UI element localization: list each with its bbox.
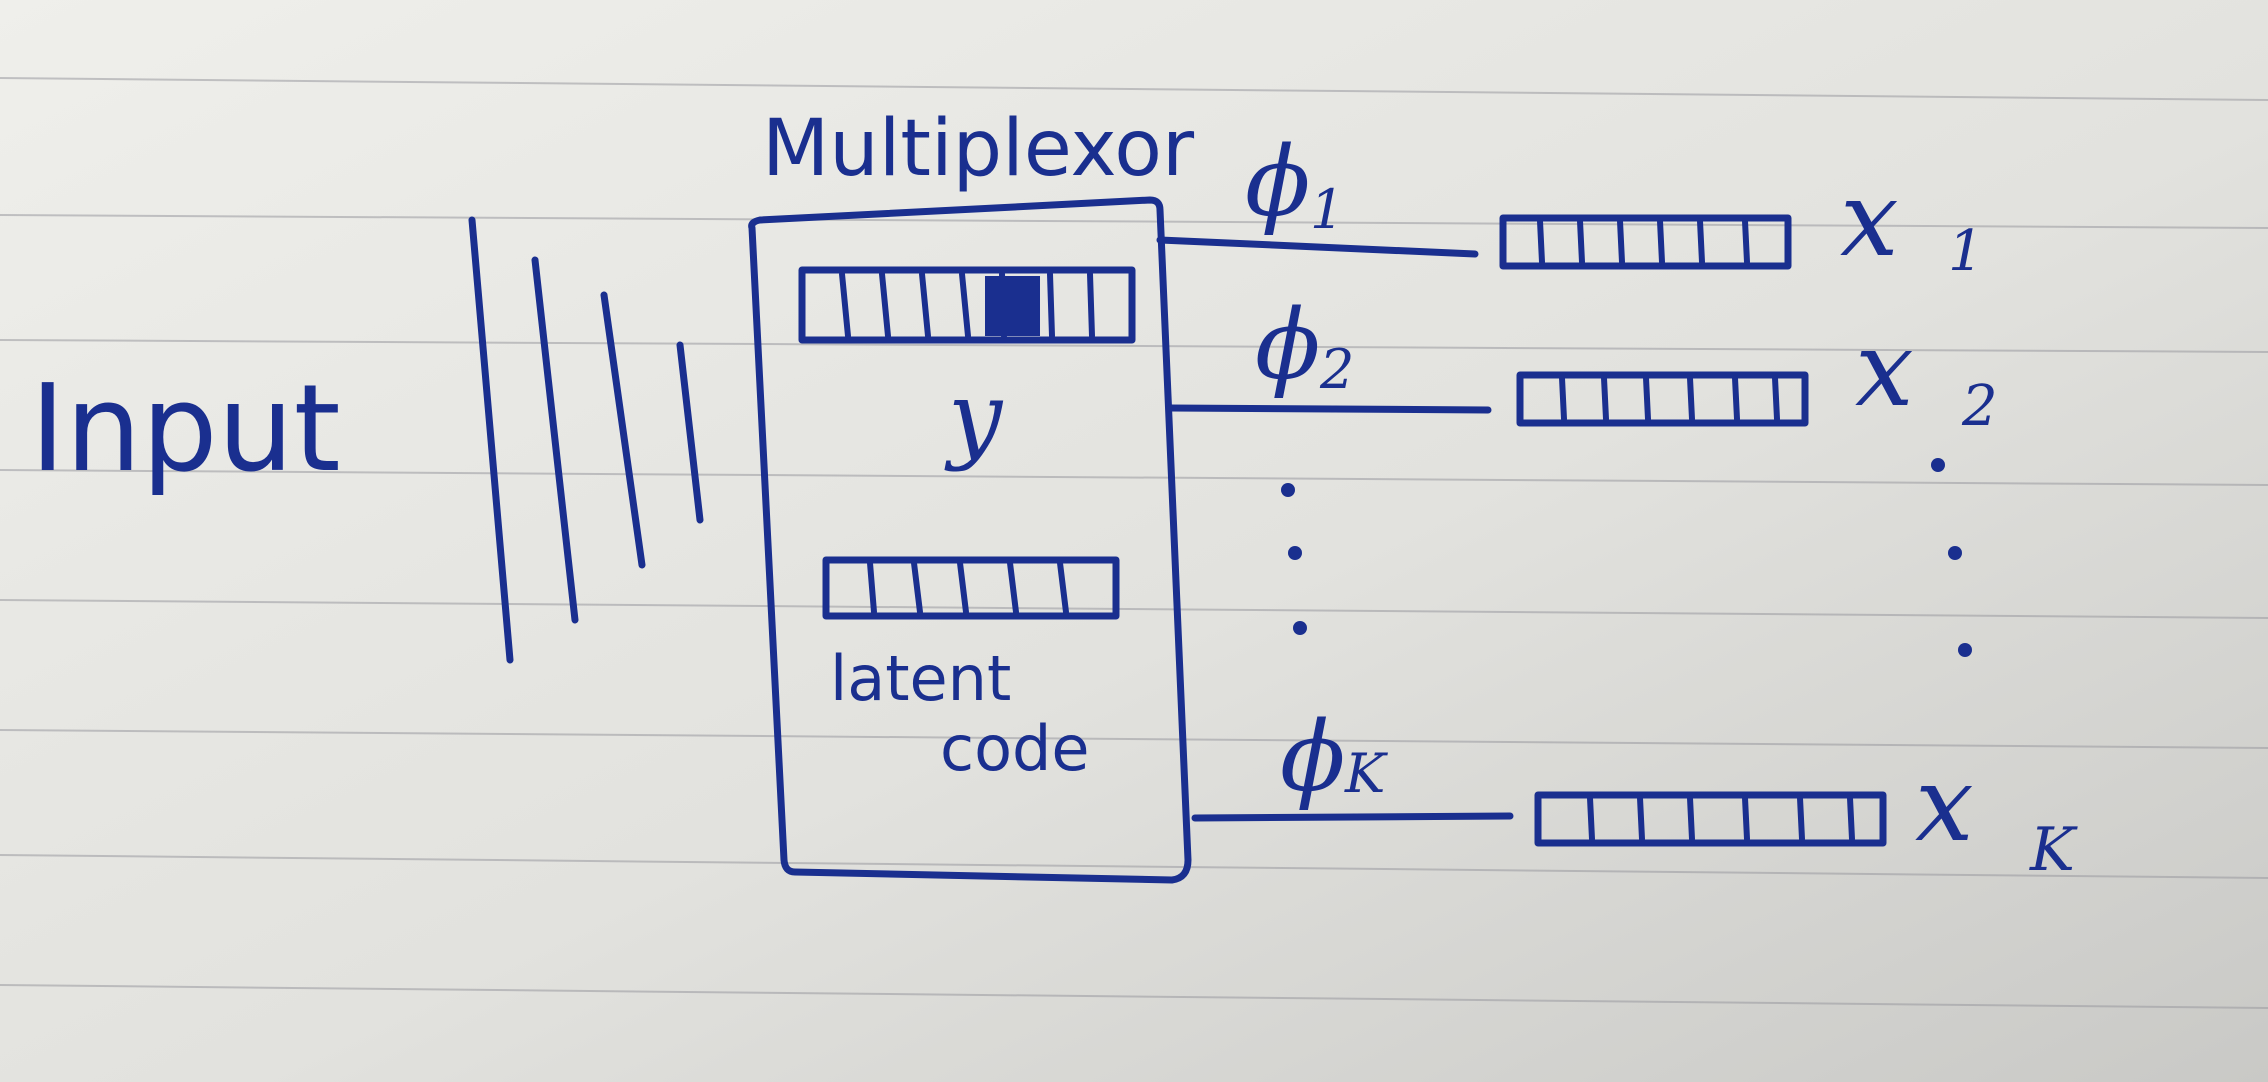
latent-label-line1: latent bbox=[830, 642, 1011, 715]
phi-1-label: ϕ bbox=[1245, 126, 1310, 238]
x-k-subscript: K bbox=[2029, 815, 2078, 885]
x-1-subscript: 1 bbox=[1948, 219, 1984, 284]
latent-label-line2: code bbox=[940, 712, 1090, 785]
x-2-subscript: 2 bbox=[1961, 374, 1998, 439]
multiplexer-label: Multiplexor bbox=[762, 104, 1195, 194]
x-k-vector bbox=[1534, 791, 1887, 847]
phi-k-label: ϕ bbox=[1280, 701, 1345, 813]
phi-k-subscript: K bbox=[1344, 742, 1388, 805]
ellipsis-dots-phi bbox=[1281, 483, 1307, 635]
phi-1-subscript: 1 bbox=[1310, 178, 1344, 241]
input-label: Input bbox=[30, 360, 341, 499]
input-signal-lines bbox=[468, 216, 704, 664]
y-vector-highlight bbox=[985, 276, 1040, 336]
ruled-lines bbox=[0, 77, 2268, 1009]
output-branch-2: ϕ 2 x 2 bbox=[1166, 289, 1998, 439]
output-branch-k: ϕ K x K bbox=[1191, 701, 2078, 885]
latent-code-vector bbox=[822, 556, 1120, 620]
x-1-vector bbox=[1499, 214, 1792, 270]
phi-2-subscript: 2 bbox=[1319, 338, 1354, 401]
multiplexer-box bbox=[748, 196, 1192, 884]
x-2-label: x bbox=[1855, 308, 1914, 430]
y-label: y bbox=[944, 361, 1004, 473]
x-1-label: x bbox=[1840, 158, 1899, 280]
phi-2-label: ϕ bbox=[1255, 289, 1320, 401]
output-line-1 bbox=[1156, 236, 1479, 258]
y-vector bbox=[798, 266, 1136, 344]
x-2-vector bbox=[1516, 371, 1809, 427]
x-k-label: x bbox=[1915, 743, 1974, 865]
output-line-k bbox=[1191, 812, 1514, 822]
output-line-2 bbox=[1166, 404, 1492, 414]
output-branch-1: ϕ 1 x 1 bbox=[1156, 126, 1984, 284]
ellipsis-dots-x bbox=[1931, 458, 1972, 657]
